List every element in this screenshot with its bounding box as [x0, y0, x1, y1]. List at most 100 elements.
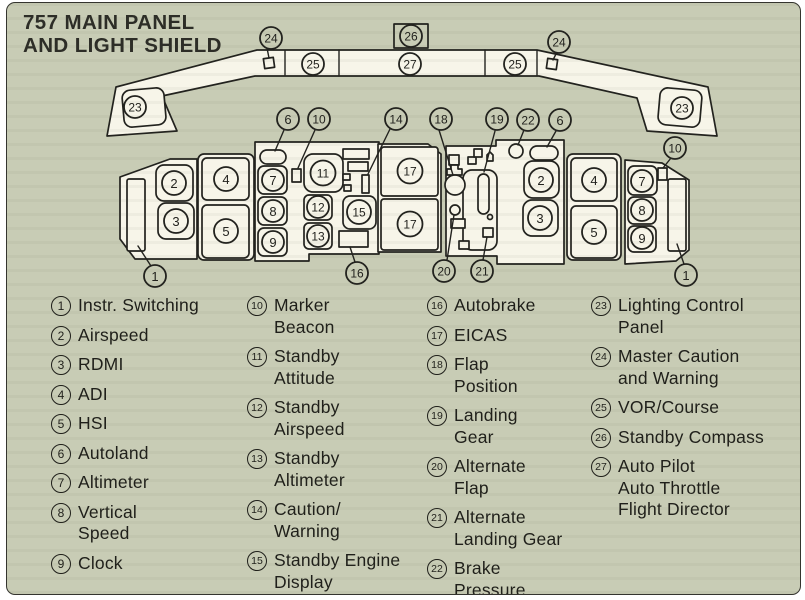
svg-text:9: 9: [638, 231, 645, 246]
svg-text:25: 25: [306, 57, 320, 71]
svg-text:25: 25: [508, 57, 522, 71]
legend-item-number: 10: [247, 296, 267, 316]
page-title: 757 MAIN PANEL AND LIGHT SHIELD: [23, 11, 222, 57]
svg-text:4: 4: [590, 173, 597, 188]
callout-21: 21: [470, 259, 494, 283]
svg-text:3: 3: [536, 211, 543, 226]
legend-item-number: 3: [51, 355, 71, 375]
leader-line: [297, 129, 316, 169]
panel-diagram: 2323242425272526610141819226101162021123…: [106, 23, 718, 288]
legend-item-number: 21: [427, 508, 447, 528]
svg-text:11: 11: [317, 166, 330, 180]
svg-text:23: 23: [675, 101, 689, 115]
callout-10: 10: [307, 107, 331, 131]
callout-9: 9: [630, 226, 654, 250]
svg-text:2: 2: [537, 173, 544, 188]
leader-line: [438, 129, 454, 176]
callout-3: 3: [527, 205, 553, 231]
callout-15: 15: [346, 199, 372, 225]
svg-text:8: 8: [269, 204, 276, 219]
landing-gear-lever-slot: [477, 173, 490, 215]
callout-2: 2: [161, 170, 187, 196]
center-placard-2: [458, 240, 470, 250]
callout-7: 7: [630, 169, 654, 193]
caution-warning-light-3: [342, 173, 351, 181]
leader-line: [676, 243, 685, 265]
autoland-annunciator-left: [259, 149, 287, 165]
flap-position-dial: [444, 174, 466, 196]
svg-text:2: 2: [170, 176, 177, 191]
legend-item-number: 13: [247, 449, 267, 469]
instr-switching-strip-right: [667, 178, 687, 252]
leader-line: [546, 130, 557, 148]
legend-item-label: Autoland: [78, 442, 149, 463]
svg-text:7: 7: [269, 173, 276, 188]
legend-item-label: RDMI: [78, 354, 124, 374]
marker-beacon-left: [291, 168, 302, 183]
center-placard-1: [450, 218, 466, 229]
svg-text:8: 8: [638, 203, 645, 218]
legend-item-number: 27: [591, 457, 611, 477]
legend-item-number: 20: [427, 457, 447, 477]
autobrake-selector: [338, 230, 369, 248]
legend-item-number: 26: [591, 427, 611, 448]
legend-item-number: 4: [51, 384, 71, 405]
legend-item-number: 18: [427, 355, 447, 375]
callout-14: 14: [384, 107, 408, 131]
legend-item-number: 22: [427, 559, 447, 579]
svg-text:21: 21: [475, 264, 489, 278]
legend-item-label: EICAS: [454, 324, 508, 345]
legend-item-number: 25: [591, 398, 611, 418]
callout-13: 13: [306, 224, 330, 248]
leader-line: [274, 129, 285, 152]
legend-item: 6 Autoland: [51, 443, 241, 465]
svg-text:16: 16: [350, 266, 364, 280]
callout-23: 23: [670, 96, 694, 120]
leader-line: [367, 128, 391, 175]
autoland-annunciator-right: [529, 145, 559, 161]
callout-22: 22: [516, 108, 540, 132]
center-small-light: [486, 213, 494, 221]
svg-text:1: 1: [151, 269, 158, 284]
svg-text:6: 6: [556, 113, 563, 128]
svg-text:19: 19: [490, 112, 504, 126]
legend-item-label: Clock: [78, 552, 123, 573]
svg-text:24: 24: [552, 35, 566, 49]
svg-text:27: 27: [403, 57, 417, 71]
svg-text:5: 5: [222, 224, 229, 239]
svg-text:10: 10: [312, 112, 326, 126]
callout-3: 3: [163, 208, 189, 234]
legend-item-number: 16: [427, 296, 447, 316]
callout-1: 1: [674, 263, 698, 287]
legend-item-number: 6: [51, 443, 71, 464]
svg-text:18: 18: [434, 112, 448, 126]
svg-text:17: 17: [403, 217, 417, 231]
callout-9: 9: [261, 230, 285, 254]
caution-warning-light-1: [342, 148, 370, 160]
callout-20: 20: [432, 259, 456, 283]
legend-item-label: Altimeter: [78, 472, 149, 492]
leader-line: [483, 130, 496, 173]
svg-text:23: 23: [128, 100, 142, 114]
svg-text:4: 4: [222, 172, 229, 187]
